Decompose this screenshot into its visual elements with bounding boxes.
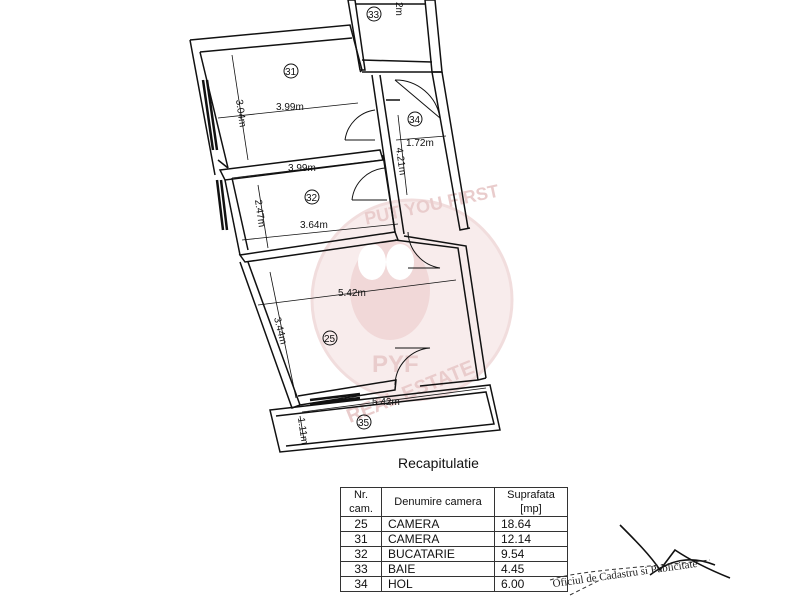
dim-34-height: 4.21m	[393, 147, 408, 176]
recap-header-row: Nr. cam. Denumire camera Suprafata [mp]	[340, 487, 568, 517]
dimension-lines	[217, 54, 487, 441]
cell-nr: 32	[340, 546, 382, 562]
dim-35-width: 5.42m	[372, 397, 400, 408]
walls	[189, 0, 501, 453]
cell-nr: 31	[340, 531, 382, 547]
cell-nr: 33	[340, 561, 382, 577]
room-number-33: 33	[366, 6, 382, 22]
svg-text:32: 32	[306, 193, 318, 204]
signature-stamp	[549, 524, 731, 596]
cell-name: CAMERA	[381, 531, 495, 547]
dim-34-width: 1.72m	[406, 138, 434, 149]
recap-table: Nr. cam. Denumire camera Suprafata [mp] …	[340, 487, 568, 592]
room-number-31: 31	[283, 63, 299, 79]
dim-32-inner-width: 3.64m	[300, 220, 328, 231]
table-row: 33 BAIE 4.45	[340, 561, 568, 577]
header-name: Denumire camera	[381, 487, 495, 517]
header-area: Suprafata [mp]	[494, 487, 568, 517]
recap-title: Recapitulatie	[398, 455, 479, 471]
room-number-32: 32	[304, 189, 320, 205]
cell-name: HOL	[381, 576, 495, 592]
room-number-34: 34	[407, 111, 423, 127]
dim-32-height: 2.47m	[252, 199, 267, 228]
dim-33-width: 2m	[393, 2, 404, 16]
table-row: 34 HOL 6.00	[340, 576, 568, 592]
cell-area: 6.00	[494, 576, 568, 592]
svg-text:33: 33	[368, 10, 380, 21]
header-nr: Nr. cam.	[340, 487, 382, 517]
watermark: PUT YOU FIRST PYF REAL ESTATE	[310, 181, 514, 428]
watermark-logo-text: PYF	[372, 351, 419, 378]
dim-31-height: 3.04m	[233, 99, 248, 128]
dim-31-width: 3.99m	[276, 102, 304, 113]
cell-name: BAIE	[381, 561, 495, 577]
dim-32-width: 3.99m	[288, 163, 316, 174]
table-row: 31 CAMERA 12.14	[340, 531, 568, 547]
svg-text:34: 34	[409, 115, 421, 126]
table-row: 25 CAMERA 18.64	[340, 516, 568, 532]
cell-nr: 34	[340, 576, 382, 592]
room-number-35: 35	[356, 414, 372, 430]
svg-text:31: 31	[285, 67, 297, 78]
dim-25-width: 5.42m	[338, 288, 366, 299]
svg-text:25: 25	[324, 334, 336, 345]
cell-name: BUCATARIE	[381, 546, 495, 562]
dim-35-height: 1.11m	[295, 417, 310, 445]
cell-nr: 25	[340, 516, 382, 532]
room-number-25: 25	[322, 330, 338, 346]
door-arcs	[344, 79, 441, 386]
svg-text:35: 35	[358, 418, 370, 429]
cell-name: CAMERA	[381, 516, 495, 532]
table-row: 32 BUCATARIE 9.54	[340, 546, 568, 562]
